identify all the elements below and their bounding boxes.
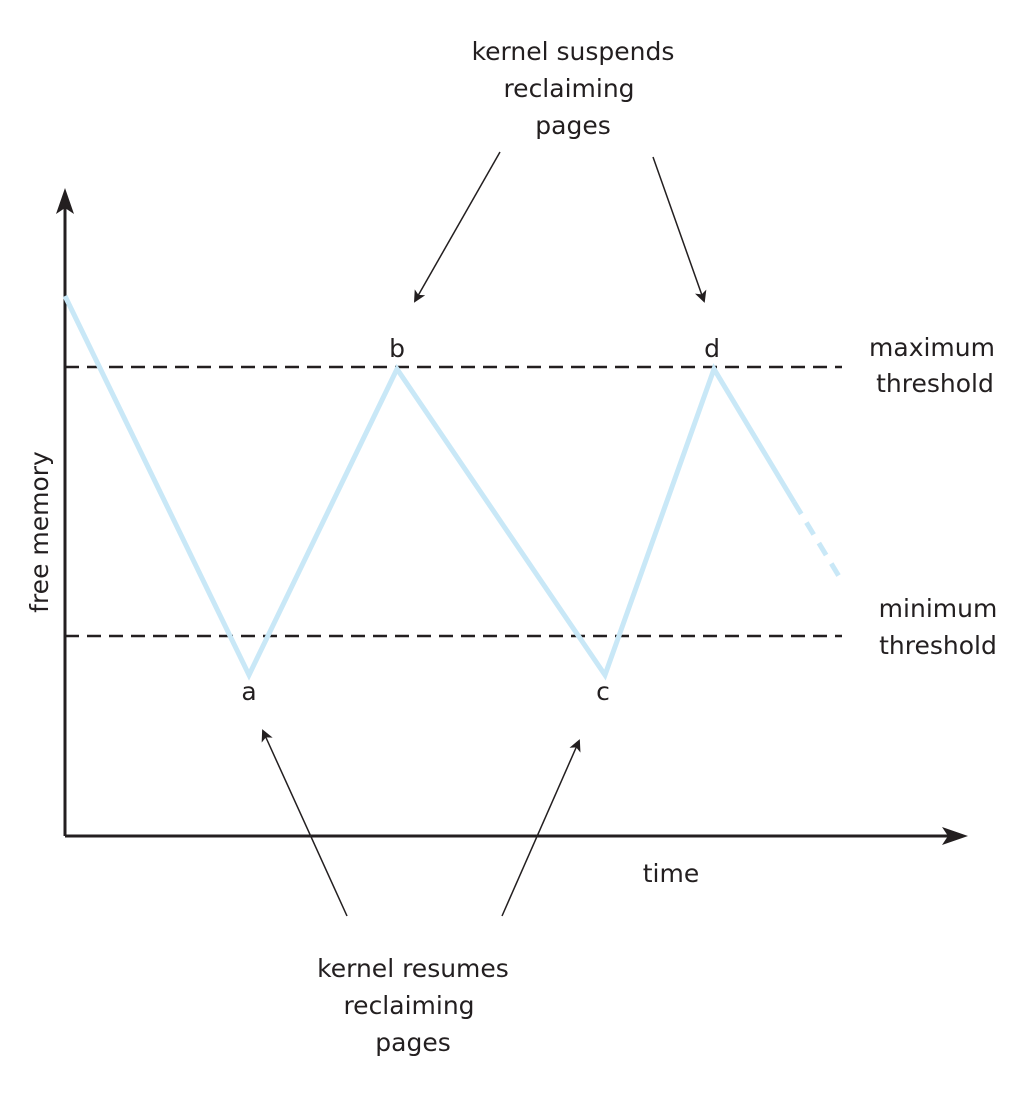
maximum-threshold-label-line2: threshold [876, 369, 994, 398]
callout-suspends-line3: pages [535, 111, 610, 140]
callout-resumes-line3: pages [375, 1028, 450, 1057]
callout-resumes: kernel resumes reclaiming pages [261, 729, 581, 1057]
callout-arrow-to-d [652, 156, 707, 303]
callout-resumes-line1: kernel resumes [317, 954, 509, 983]
x-axis-arrowhead [942, 827, 968, 845]
minimum-threshold-label-line1: minimum [879, 594, 998, 623]
point-label-c: c [596, 677, 610, 706]
callout-resumes-line2: reclaiming [343, 991, 474, 1020]
x-axis-title: time [643, 859, 699, 888]
y-axis-arrowhead [56, 188, 74, 214]
free-memory-curve-continuation [791, 500, 843, 580]
callout-suspends-line2: reclaiming [503, 74, 634, 103]
callout-suspends-line1: kernel suspends [472, 37, 675, 66]
callout-arrow-to-b [414, 151, 501, 303]
minimum-threshold-label-line2: threshold [879, 631, 997, 660]
callout-arrow-to-c [501, 739, 581, 917]
point-label-d: d [704, 334, 720, 363]
point-label-a: a [241, 677, 256, 706]
callout-arrow-to-a [261, 729, 348, 917]
free-memory-curve [62, 294, 797, 681]
point-label-b: b [389, 334, 405, 363]
maximum-threshold-label-line1: maximum [869, 333, 995, 362]
axes [56, 188, 968, 845]
y-axis-title: free memory [25, 451, 54, 613]
callout-suspends: kernel suspends reclaiming pages [414, 37, 707, 303]
